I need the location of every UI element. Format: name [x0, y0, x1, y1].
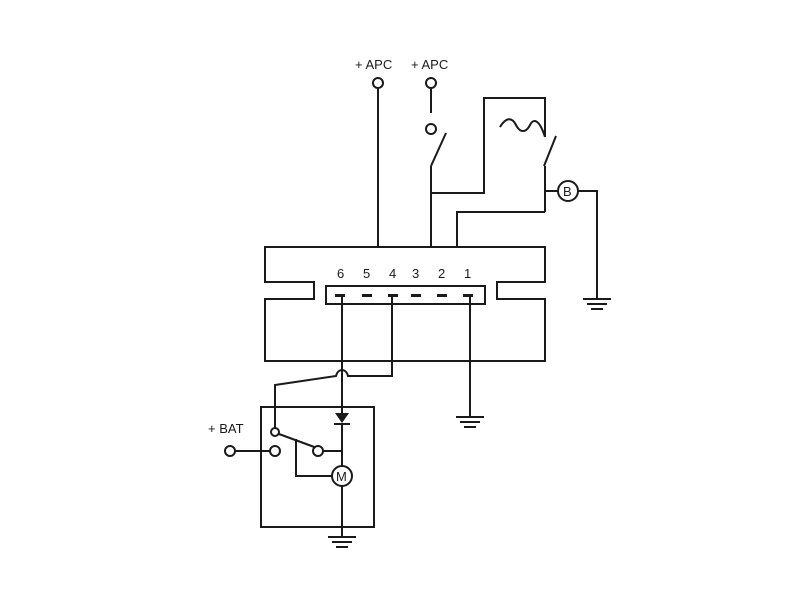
- pin-label: 5: [363, 266, 370, 281]
- ground-icon: [328, 536, 356, 548]
- lamp-label: B: [563, 184, 572, 199]
- pin-label: 2: [438, 266, 445, 281]
- connector-insert: [325, 285, 486, 305]
- ground-icon: [583, 298, 611, 310]
- pin-label: 4: [389, 266, 396, 281]
- pin1-ground-wire: [456, 296, 484, 428]
- pin4-wire: [274, 296, 393, 432]
- ground-icon: [456, 416, 484, 428]
- bat-label: + BAT: [208, 421, 244, 436]
- relay-switch: [270, 427, 342, 477]
- motor-label: M: [336, 469, 347, 484]
- relay-box: [260, 406, 375, 528]
- apc-label-left: + APC: [355, 57, 392, 72]
- diode-icon: [334, 413, 350, 466]
- pin-label: 3: [412, 266, 419, 281]
- pin-label: 6: [337, 266, 344, 281]
- motor-icon: M: [331, 465, 353, 536]
- apc-label-right: + APC: [411, 57, 448, 72]
- bat-terminal: [224, 445, 281, 457]
- lamp-b: B: [545, 180, 611, 310]
- pin-label: 1: [464, 266, 471, 281]
- connector-pins: [335, 294, 473, 297]
